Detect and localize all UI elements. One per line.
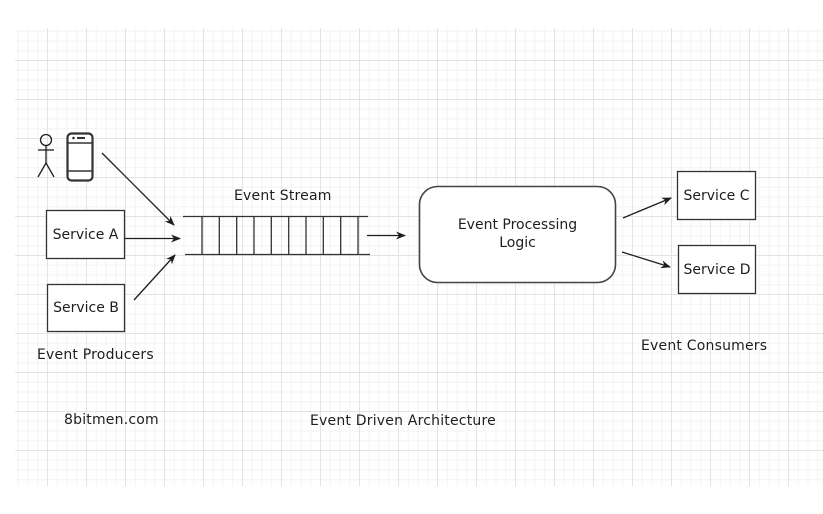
arrow-processor-to-service-c: [622, 197, 672, 219]
processor-label-line2: Logic: [499, 235, 536, 251]
service-a-label: Service A: [52, 226, 119, 243]
service-c-box: [676, 170, 757, 221]
person-icon: [37, 133, 55, 178]
service-d-box: [677, 244, 757, 295]
event-stream-label: Event Stream: [234, 188, 332, 204]
service-b-box: [46, 283, 126, 333]
arrow-phone-to-stream: [101, 152, 175, 226]
event-producers-label: Event Producers: [37, 347, 154, 363]
service-d-label: Service D: [683, 261, 751, 278]
watermark-label: 8bitmen.com: [64, 412, 159, 428]
processor-label-line1: Event Processing: [457, 217, 578, 233]
arrow-service-b-to-stream: [133, 254, 176, 301]
event-consumers-label: Event Consumers: [641, 338, 768, 354]
event-processing-box: [418, 185, 617, 284]
arrow-processor-to-service-d: [621, 251, 671, 269]
mobile-phone-icon: [66, 132, 94, 182]
diagram-title: Event Driven Architecture: [310, 413, 496, 429]
event-stream-queue: [183, 215, 370, 256]
service-c-label: Service C: [683, 187, 750, 204]
service-a-box: [45, 209, 126, 260]
service-b-label: Service B: [53, 300, 119, 316]
